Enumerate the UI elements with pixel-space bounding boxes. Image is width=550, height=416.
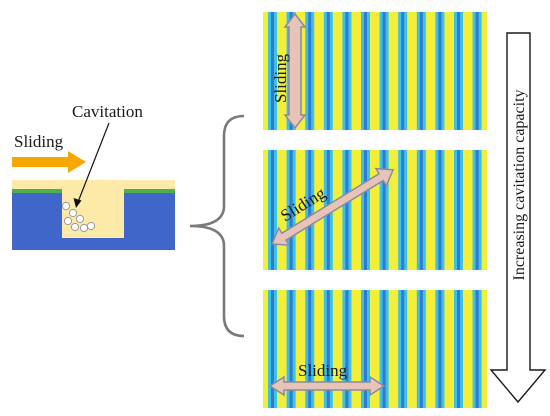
cavitation-stripe-core — [308, 290, 312, 408]
schematic-sliding-label: Sliding — [14, 132, 64, 151]
cavitation-stripe-core — [345, 290, 349, 408]
cavitation-stripe-core — [457, 150, 460, 270]
cavitation-stripe-core — [457, 12, 460, 130]
bubble — [79, 223, 89, 233]
cavitation-bubbles — [61, 201, 96, 233]
cavitation-stripe-core — [364, 150, 367, 270]
cavitation-stripe-core — [326, 12, 330, 130]
cavitation-stripe-core — [345, 150, 349, 270]
schematic-cavitation-label: Cavitation — [72, 102, 143, 121]
double-arrow-diagonal — [270, 167, 395, 247]
cavitation-stripe-core — [419, 290, 423, 408]
sliding-arrow-horizontal: Sliding — [268, 361, 386, 397]
cavitation-stripe-core — [308, 150, 312, 270]
cavitation-stripe-core — [438, 150, 442, 270]
cavitation-stripe-core — [289, 290, 293, 408]
cavitation-stripe-core — [308, 12, 312, 130]
capacity-arrow-label: Increasing cavitation capacity — [511, 89, 528, 280]
double-arrow-horizontal — [268, 375, 386, 397]
sliding-arrow-vertical: Sliding — [271, 12, 307, 130]
cavitation-stripe-core — [401, 150, 405, 270]
cavitation-stripe-core — [382, 12, 386, 130]
cavitation-stripe-core — [271, 150, 274, 270]
cavitation-stripe-core — [289, 150, 293, 270]
cavitation-field-panel-diagonal — [263, 150, 487, 270]
cavitation-stripe-core — [475, 150, 479, 270]
capacity-arrow-shape — [489, 32, 547, 404]
cavitation-pointer-head — [73, 198, 82, 208]
cavitation-stripe-core — [419, 12, 423, 130]
groove-schematic: Cavitation Sliding — [12, 102, 175, 250]
cavitation-stripe-core — [271, 290, 274, 408]
coating-layer-right — [124, 189, 175, 193]
panel-sliding-label: Sliding — [271, 53, 290, 103]
cavitation-stripe-core — [475, 12, 479, 130]
cavitation-stripe-core — [401, 12, 405, 130]
bubble — [68, 208, 78, 218]
cavitation-stripe-core — [326, 290, 330, 408]
substrate — [12, 193, 175, 250]
bubble — [70, 222, 80, 232]
coating-layer-left — [12, 189, 62, 193]
cavitation-stripe-core — [271, 12, 274, 130]
cavitation-stripe-core — [382, 290, 386, 408]
bubble — [86, 221, 96, 231]
grouping-brace — [189, 114, 245, 338]
cavitation-stripe-core — [438, 290, 442, 408]
schematic-sliding-arrow — [12, 151, 86, 173]
cavitation-stripe-core — [457, 290, 460, 408]
bubble — [61, 201, 71, 211]
cavitation-pointer — [77, 122, 110, 203]
cavitation-stripe-core — [438, 12, 442, 130]
cavitation-stripe-core — [382, 150, 386, 270]
cavitation-stripe-core — [345, 12, 349, 130]
bubble — [63, 216, 73, 226]
increasing-capacity-arrow: Increasing cavitation capacity — [489, 32, 547, 404]
bubble — [75, 214, 85, 224]
cavitation-stripe-core — [364, 290, 367, 408]
cavitation-stripe-core — [419, 150, 423, 270]
panel-sliding-label: Sliding — [298, 361, 348, 380]
cavitation-stripe-core — [475, 290, 479, 408]
cavitation-stripe-core — [364, 12, 367, 130]
cavitation-stripe-core — [401, 290, 405, 408]
panel-background — [263, 150, 487, 270]
double-arrow-vertical — [283, 12, 307, 130]
